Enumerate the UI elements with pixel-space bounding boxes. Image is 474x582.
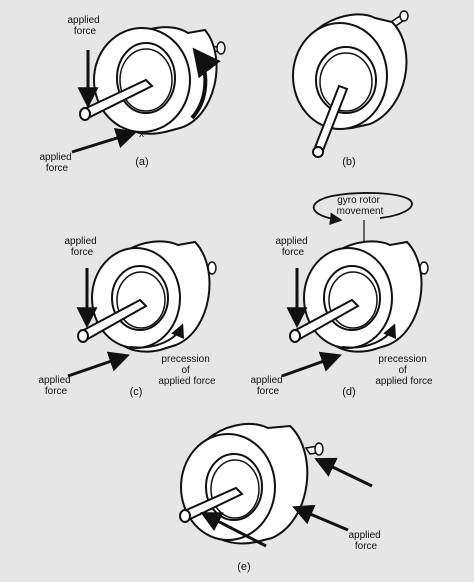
- applied-force-arrow-bottom: [71, 127, 138, 154]
- gyro-rotor: [292, 13, 408, 130]
- applied-force-label: applied force: [348, 530, 383, 552]
- rear-axle: [304, 442, 324, 456]
- applied-force-label-top: applied force: [67, 15, 102, 37]
- front-axle: [77, 298, 148, 343]
- front-axle: [179, 486, 244, 523]
- gyro-rotor: [180, 422, 309, 545]
- precession-arrow: [341, 323, 397, 349]
- applied-force-label-top: applied force: [64, 236, 99, 258]
- caption-c: (c): [130, 386, 143, 398]
- applied-force-label-bottom: applied force: [250, 375, 285, 397]
- rotation-arrow: [190, 47, 221, 120]
- applied-force-arrow-lower: [292, 504, 349, 532]
- front-axle: [312, 84, 349, 158]
- caption-e: (e): [237, 561, 250, 573]
- applied-force-arrow-front: [200, 512, 267, 548]
- applied-force-arrow-upper: [314, 457, 373, 488]
- panel-b: (b): [292, 10, 409, 168]
- front-axle: [289, 298, 360, 343]
- panel-a: applied force applied force x (a): [39, 15, 226, 174]
- panel-c: applied force applied force precession o…: [38, 236, 217, 398]
- gyro-rotor: [93, 26, 218, 135]
- rotor-movement-arrow: [312, 192, 413, 225]
- applied-force-label-bottom: applied force: [38, 375, 73, 397]
- applied-force-arrow-bottom: [67, 351, 130, 378]
- point-x-label: x: [139, 129, 144, 140]
- precession-label: precession of applied force: [375, 354, 433, 387]
- caption-a: (a): [135, 156, 148, 168]
- caption-d: (d): [342, 386, 355, 398]
- applied-force-label-bottom: applied force: [39, 152, 74, 174]
- precession-label: precession of applied force: [158, 354, 216, 387]
- precession-arrow: [129, 323, 185, 349]
- caption-b: (b): [342, 156, 355, 168]
- gyro-rotor: [91, 240, 211, 353]
- gyro-rotor: [303, 240, 423, 353]
- panel-e: applied force (e): [179, 422, 383, 573]
- rotor-movement-label: gyro rotor movement: [337, 195, 384, 217]
- applied-force-label-top: applied force: [275, 236, 310, 258]
- front-axle: [79, 78, 154, 121]
- applied-force-arrow-bottom: [281, 351, 342, 378]
- panel-d: gyro rotor movement applied force applie…: [250, 192, 433, 398]
